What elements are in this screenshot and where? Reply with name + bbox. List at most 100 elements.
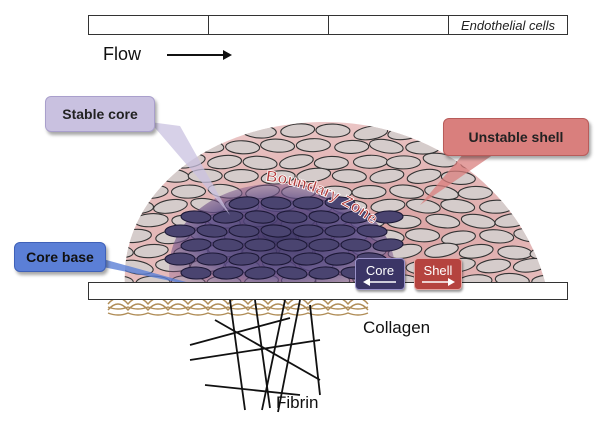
platelet-cell xyxy=(136,154,172,169)
platelet-cell xyxy=(424,242,459,258)
platelet-cell xyxy=(124,183,133,198)
flow-label: Flow xyxy=(103,44,142,64)
core-platelet-cell xyxy=(228,196,260,210)
core-platelet-cell xyxy=(276,210,308,224)
platelet-cell xyxy=(368,138,404,154)
platelet-cell xyxy=(385,155,422,170)
core-platelet-cell xyxy=(244,210,276,224)
fibrin-label: Fibrin xyxy=(276,393,319,412)
platelet-cell xyxy=(223,169,259,184)
platelet-cell xyxy=(153,198,188,214)
core-platelet-cell xyxy=(212,238,244,252)
fibrin-strands xyxy=(189,299,321,413)
platelet-cell xyxy=(315,123,351,138)
core-platelet-cell xyxy=(180,210,212,224)
platelet-cell xyxy=(389,184,425,199)
core-platelet-cell xyxy=(276,238,308,252)
core-platelet-cell xyxy=(228,252,260,266)
platelet-cell xyxy=(331,169,367,184)
platelet-cell xyxy=(479,229,515,244)
core-platelet-cell xyxy=(292,196,324,210)
core-platelet-cell xyxy=(356,224,388,238)
platelet-cell xyxy=(478,168,514,183)
platelet-cell xyxy=(496,184,532,199)
core-platelet-cell xyxy=(260,224,292,238)
platelet-cell xyxy=(405,140,441,155)
platelet-cell xyxy=(458,243,494,259)
platelet-cell xyxy=(511,170,545,185)
platelet-cell xyxy=(313,155,349,171)
core-base-callout: Core base xyxy=(14,242,106,272)
platelet-cell xyxy=(124,200,155,215)
core-platelet-cell xyxy=(276,266,308,280)
core-platelet-cell xyxy=(292,252,324,266)
platelet-cell xyxy=(351,185,387,200)
core-platelet-cell xyxy=(372,238,404,252)
platelet-cell xyxy=(405,198,441,214)
stable-core-callout: Stable core xyxy=(45,96,155,132)
core-platelet-cell xyxy=(260,252,292,266)
platelet-cell xyxy=(532,184,545,199)
platelet-cell xyxy=(296,167,332,183)
core-platelet-cell xyxy=(324,224,356,238)
platelet-cell xyxy=(279,154,314,170)
core-platelet-cell xyxy=(372,210,404,224)
core-platelet-cell xyxy=(292,224,324,238)
platelet-cell xyxy=(404,228,441,243)
platelet-cell xyxy=(512,199,545,214)
core-platelet-cell xyxy=(340,238,372,252)
core-platelet-cell xyxy=(180,238,212,252)
shell-direction-pill: Shell xyxy=(414,258,462,290)
left-arrow-icon xyxy=(363,277,396,286)
platelet-cell xyxy=(387,125,423,141)
platelet-cell xyxy=(124,275,134,286)
core-platelet-cell xyxy=(324,252,356,266)
core-base-pointer xyxy=(92,256,215,290)
stable-core-pointer xyxy=(150,122,230,215)
core-platelet-cell xyxy=(164,224,196,238)
platelet-cell xyxy=(425,213,461,229)
core-platelet-cell xyxy=(164,252,196,266)
platelet-cell xyxy=(353,125,389,141)
core-platelet-cell xyxy=(180,266,212,280)
core-platelet-cell xyxy=(308,210,340,224)
platelet-cell xyxy=(369,168,405,184)
core-platelet-cell xyxy=(260,196,292,210)
collagen-fiber xyxy=(107,312,369,316)
platelet-cell xyxy=(170,184,207,199)
platelet-cell xyxy=(124,214,135,229)
unstable-shell-callout: Unstable shell xyxy=(443,118,589,156)
core-platelet-cell xyxy=(324,196,356,210)
platelet-cell xyxy=(133,243,169,259)
platelet-cell xyxy=(280,123,316,138)
collagen-fiber xyxy=(107,303,369,312)
core-platelet-cell xyxy=(244,266,276,280)
platelet-cell xyxy=(406,168,442,184)
shell-direction-label: Shell xyxy=(423,262,453,278)
core-platelet-cell xyxy=(212,266,244,280)
platelet-cell xyxy=(531,215,545,231)
platelet-cell xyxy=(242,155,278,171)
platelet-cell xyxy=(352,154,389,169)
core-platelet-cell xyxy=(308,266,340,280)
core-platelet-cell xyxy=(308,238,340,252)
platelet-cell xyxy=(124,169,151,185)
endothelial-cells-label: Endothelial cells xyxy=(448,15,568,35)
collagen-fibers xyxy=(107,297,369,316)
core-platelet-cells xyxy=(164,196,404,280)
core-platelet-cell xyxy=(244,238,276,252)
vessel-wall xyxy=(88,282,568,300)
core-platelet-cell xyxy=(196,252,228,266)
collagen-label: Collagen xyxy=(363,318,431,337)
core-direction-pill: Core xyxy=(355,258,405,290)
unstable-shell-pointer xyxy=(420,146,500,205)
platelet-cell xyxy=(206,125,242,140)
platelet-cell xyxy=(440,198,476,214)
core-direction-label: Core xyxy=(365,262,395,278)
platelet-cell xyxy=(457,185,493,200)
platelet-cell xyxy=(124,138,152,154)
platelet-cell xyxy=(334,139,370,155)
platelet-cell xyxy=(225,140,261,155)
platelet-cell xyxy=(260,138,296,153)
